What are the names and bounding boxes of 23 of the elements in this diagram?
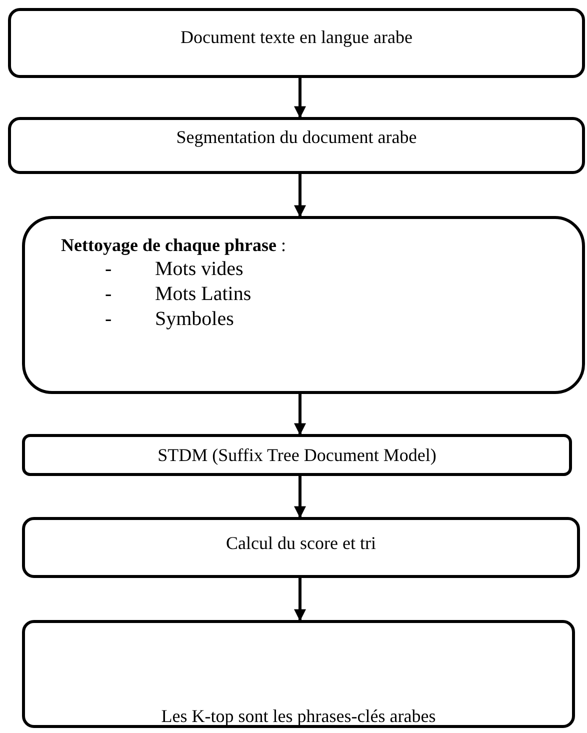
step-label: STDM (Suffix Tree Document Model) [158,444,436,466]
list-item: Mots vides [155,258,244,281]
process-box [22,216,585,394]
step-label: Calcul du score et tri [226,533,376,554]
arrow [294,476,306,518]
process-box [8,8,585,78]
bullet: - [105,283,113,306]
step-label: Les K-top sont les phrases-clés arabes [161,706,436,726]
list-item: Mots Latins [155,283,252,306]
arrow [294,578,306,622]
process-box [22,620,575,728]
step-label: Segmentation du document arabe [176,127,417,148]
arrow [294,78,306,118]
arrow [294,394,306,436]
process-box [22,434,572,476]
process-box [22,517,580,578]
list-item: Symboles [155,308,235,331]
process-box [8,117,585,174]
step-label: Document texte en langue arabe [180,26,412,48]
heading: Nettoyage de chaque phrase : [61,235,286,256]
bullet: - [105,258,113,281]
arrow [294,174,306,218]
bullet: - [105,308,113,331]
